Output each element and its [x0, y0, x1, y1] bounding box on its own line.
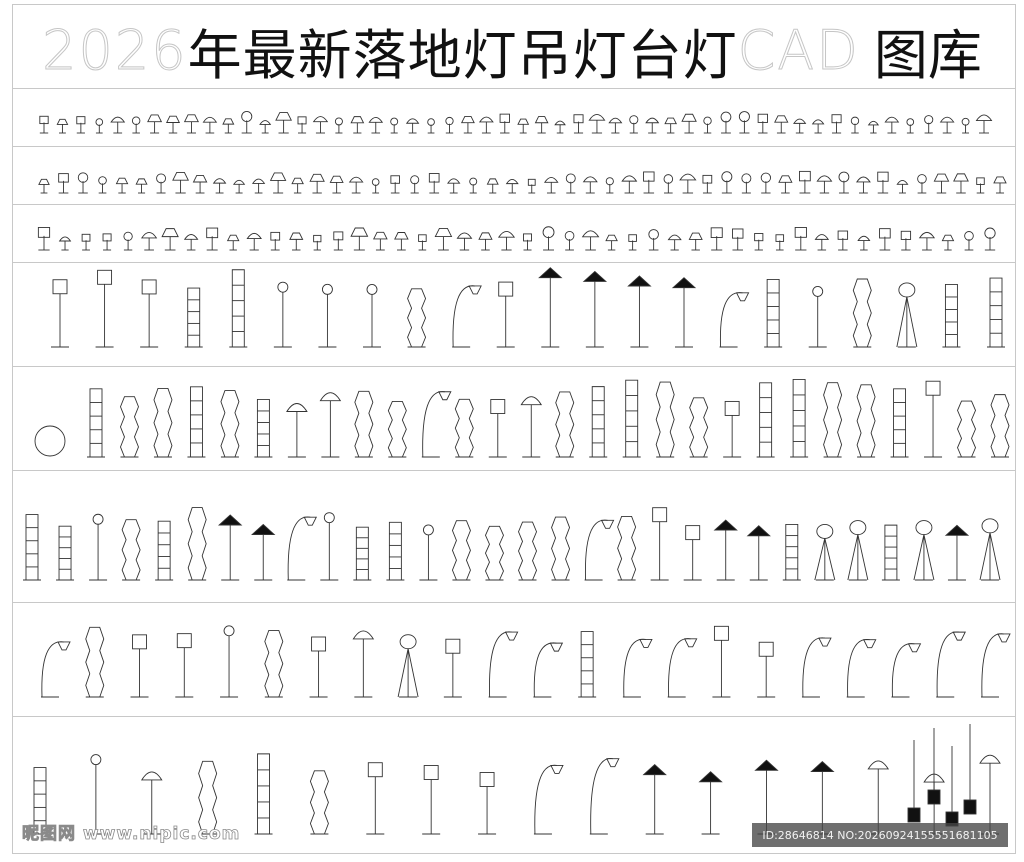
row-divider — [12, 204, 1016, 205]
sheet-frame — [12, 4, 1016, 854]
globe-lamp — [34, 425, 66, 457]
row-divider — [12, 366, 1016, 367]
row-divider — [12, 602, 1016, 603]
sheet-title: 2026 年最新落地灯吊灯台灯 CAD 图库 — [0, 14, 1024, 87]
title-cad: CAD — [737, 18, 860, 82]
image-id-badge: ID:28646814 NO:20260924155551681105 — [752, 823, 1008, 847]
site-watermark: 昵图网 www.nipic.com — [22, 824, 241, 845]
row-divider — [12, 262, 1016, 263]
row-divider — [12, 716, 1016, 717]
row-divider — [12, 470, 1016, 471]
floor-lamp-row — [51, 267, 1005, 348]
floor-lamp-row — [23, 507, 1001, 581]
floor-lamp-row — [87, 378, 1010, 458]
title-tail: 图库 — [873, 23, 982, 87]
small-lamp-row — [39, 110, 993, 134]
title-year: 2026 — [42, 18, 188, 82]
title-main: 年最新落地灯吊灯台灯 — [187, 23, 738, 87]
row-divider — [12, 146, 1016, 147]
floor-lamp-row — [41, 625, 1011, 698]
row-divider — [12, 88, 1016, 89]
small-lamp-row — [38, 170, 1007, 194]
pendant-lamps — [907, 724, 977, 827]
small-lamp-row — [37, 226, 996, 251]
